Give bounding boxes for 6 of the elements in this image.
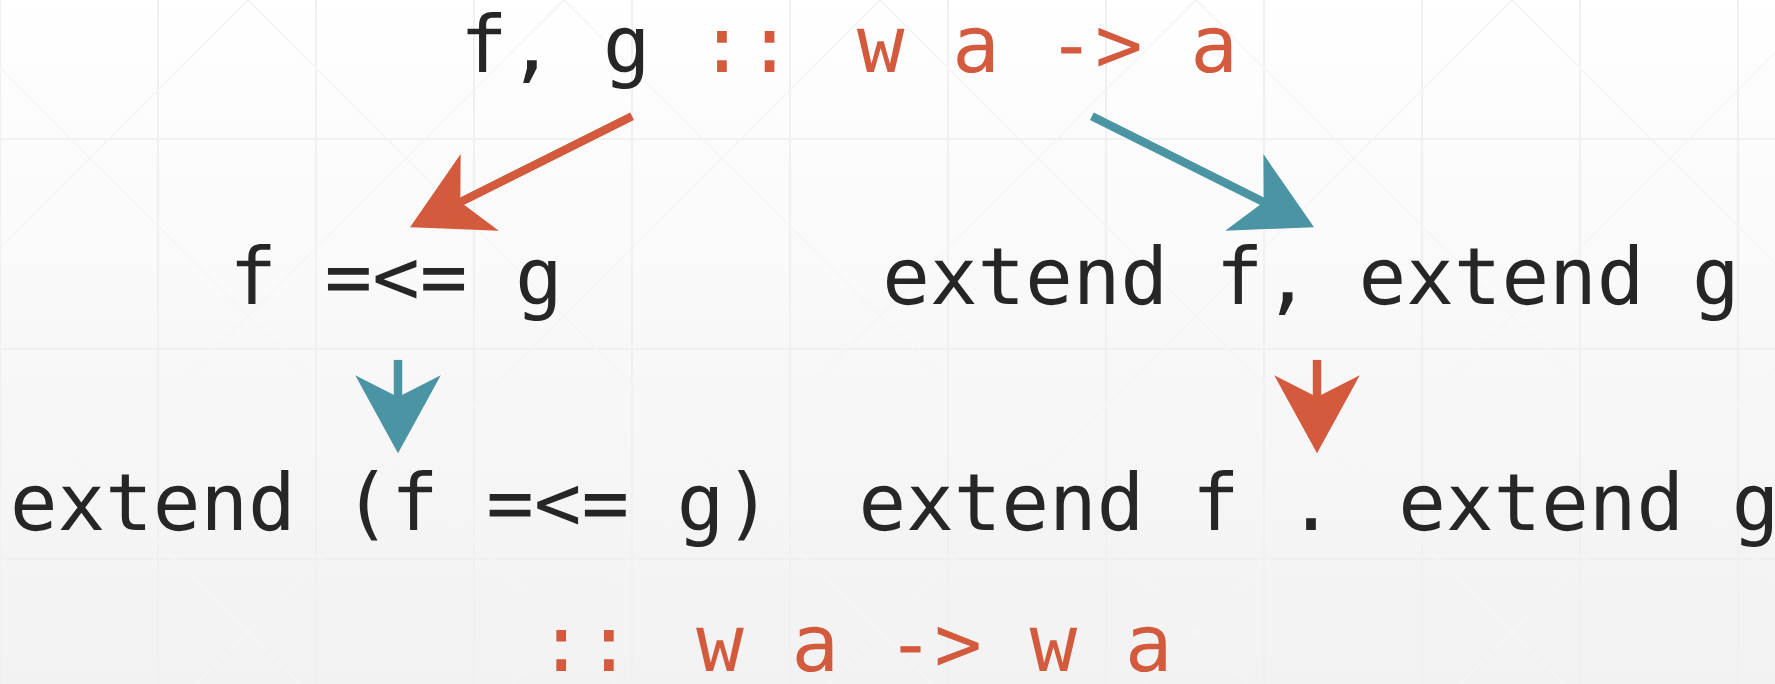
code-expression: extend f . extend g (863, 469, 1772, 547)
type-signature: :: w a -> w a (556, 626, 1166, 673)
code-expression: extend f, extend g (887, 243, 1733, 321)
code-expression: extend (f =<= g) (14, 469, 756, 547)
code-expression: f, g :: w a -> a (467, 11, 1232, 89)
code-expression: f =<= g (236, 243, 556, 321)
